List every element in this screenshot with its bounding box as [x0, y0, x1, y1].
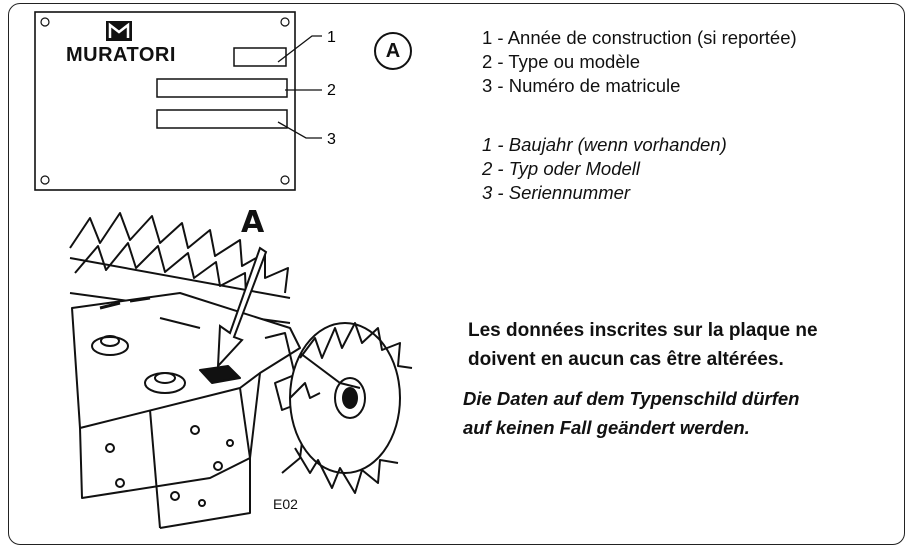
callout-3: 3	[327, 131, 336, 148]
legend-fr-item: 1 - Année de construction (si reportée)	[482, 27, 797, 48]
page-frame	[8, 3, 905, 545]
detail-label-circle: A	[374, 32, 412, 70]
note-de-line: Die Daten auf dem Typenschild dürfen	[463, 388, 800, 409]
note-fr-line: Les données inscrites sur la plaque ne	[468, 320, 818, 341]
machine-illustration	[69, 212, 413, 529]
muratori-logo-icon	[106, 21, 132, 41]
arrow-pointer-icon	[216, 246, 268, 369]
nameplate-drawing: 1 2 3	[34, 11, 336, 191]
note-german: Die Daten auf dem Typenschild dürfen auf…	[463, 384, 799, 442]
legend-de-item: 2 - Typ oder Modell	[482, 158, 640, 179]
legend-fr-item: 2 - Type ou modèle	[482, 51, 641, 72]
legend-german: 1 - Baujahr (wenn vorhanden) 2 - Typ ode…	[482, 133, 727, 205]
arrow-label: A	[241, 205, 265, 240]
note-fr-line: doivent en aucun cas être altérées.	[468, 349, 784, 370]
callout-2: 2	[327, 82, 336, 99]
legend-fr-item: 3 - Numéro de matricule	[482, 75, 681, 96]
callout-1: 1	[327, 29, 336, 46]
legend-de-item: 1 - Baujahr (wenn vorhanden)	[482, 134, 727, 155]
note-de-line: auf keinen Fall geändert werden.	[463, 417, 750, 438]
plate-brand: MURATORI	[66, 44, 176, 66]
figure-code: E02	[273, 496, 298, 512]
legend-de-item: 3 - Seriennummer	[482, 182, 631, 203]
note-french: Les données inscrites sur la plaque ne d…	[468, 316, 818, 374]
legend-french: 1 - Année de construction (si reportée) …	[482, 26, 797, 98]
